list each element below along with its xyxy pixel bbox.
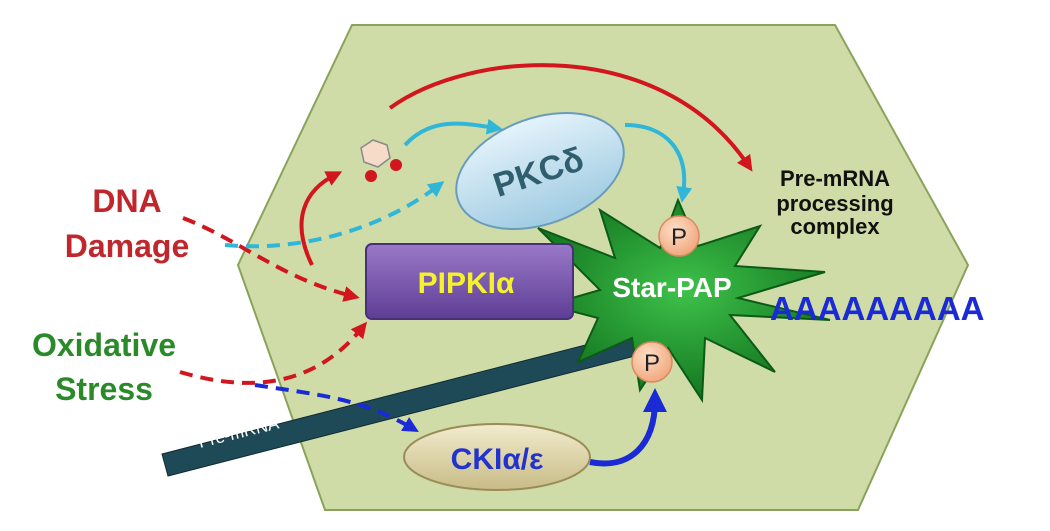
pipki-alpha-node: PIPKIα	[365, 243, 574, 320]
star-pap-burst	[537, 197, 831, 404]
lipid-molecule-icon	[360, 139, 391, 168]
cki-label: CKIα/ε	[451, 443, 544, 476]
arrow-oxidative-to-cki	[254, 383, 419, 432]
star-pap-node: Star-PAP	[537, 197, 831, 404]
arrow-pkc-to-phospho	[624, 123, 693, 203]
lipid-phosphate-dot-2	[390, 159, 402, 171]
complex-label-line3: complex	[790, 214, 880, 239]
phospho-top: P	[658, 215, 700, 257]
arrow-dna-damage-to-pkc	[224, 181, 445, 249]
oxidative-stress-label-line2: Stress	[55, 371, 153, 407]
dna-damage-label-line1: DNA	[92, 183, 161, 219]
oxidative-stress-label-line1: Oxidative	[32, 327, 176, 363]
complex-label-line1: Pre-mRNA	[780, 166, 890, 191]
lipid-phosphate-dot-1	[365, 170, 377, 182]
poly-a-tail: AAAAAAAAA	[770, 290, 984, 327]
dna-damage-label-line2: Damage	[65, 228, 190, 264]
phospho-bottom: P	[631, 341, 673, 383]
arrow-lipid-to-complex	[388, 63, 753, 172]
star-pap-label: Star-PAP	[612, 272, 731, 303]
arrow-cki-to-phospho	[589, 388, 667, 467]
cki-node: CKIα/ε	[403, 423, 591, 491]
pkc-delta-node: PKCδ	[455, 111, 625, 231]
arrow-oxidative-to-pipki	[179, 321, 368, 385]
pipki-alpha-label: PIPKIα	[418, 267, 515, 300]
complex-label-line2: processing	[776, 191, 893, 216]
arrow-pipki-to-lipid	[299, 171, 343, 266]
phospho-bottom-label: P	[644, 350, 660, 377]
phospho-top-label: P	[671, 224, 687, 251]
complex-label-group: Pre-mRNA processing complex	[776, 166, 893, 239]
arrow-lipid-to-pkc	[403, 118, 503, 147]
arrow-dna-damage-to-pipki	[182, 216, 360, 302]
